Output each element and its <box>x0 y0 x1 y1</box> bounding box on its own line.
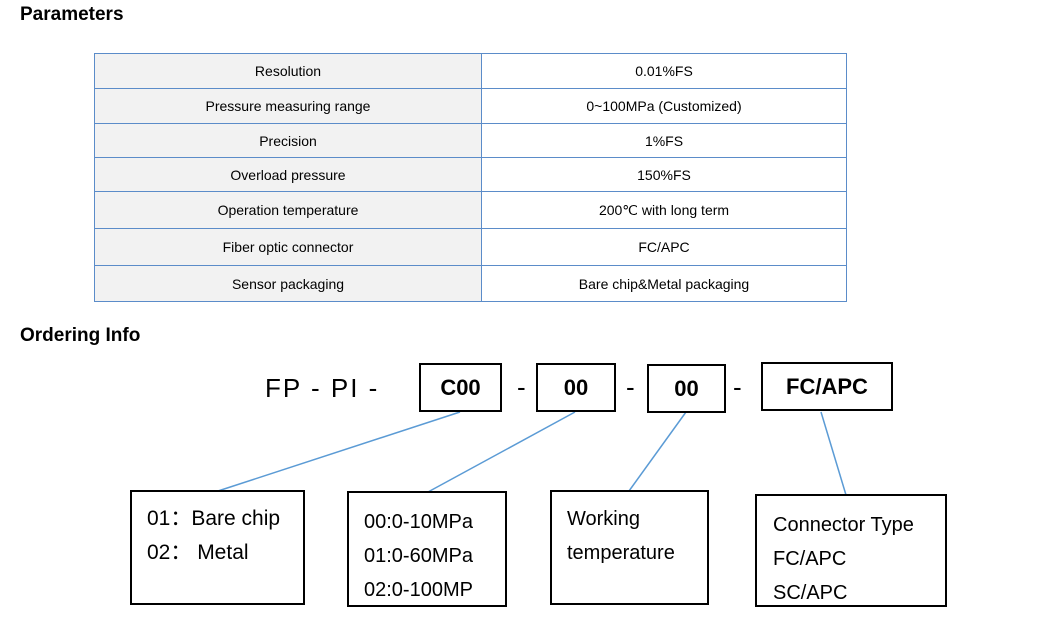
desc-line: FC/APC <box>773 548 847 570</box>
param-value: 150%FS <box>481 157 847 192</box>
line-range <box>427 411 576 493</box>
ordering-info-heading: Ordering Info <box>20 325 141 346</box>
param-value: 0.01%FS <box>481 53 847 89</box>
code-box-temperature: 00 <box>647 364 726 413</box>
code-box-packaging: C00 <box>419 363 502 412</box>
line-connector <box>820 411 847 496</box>
desc-line: 01:0-60MPa <box>364 545 473 567</box>
param-name: Precision <box>94 123 482 158</box>
param-value: 200℃ with long term <box>481 191 847 229</box>
desc-line: 02:0-100MP <box>364 579 473 601</box>
table-row: Overload pressure 150%FS <box>94 157 847 192</box>
desc-line: temperature <box>567 542 675 564</box>
desc-range: 00:0-10MPa 01:0-60MPa 02:0-100MP <box>347 491 507 607</box>
code-box-range: 00 <box>536 363 616 412</box>
separator-dash: - <box>733 372 742 402</box>
desc-packaging: 01：Bare chip 02： Metal <box>130 490 305 605</box>
line-temperature <box>628 411 687 492</box>
table-row: Resolution 0.01%FS <box>94 53 847 89</box>
desc-line: Working <box>567 508 640 530</box>
parameters-table: Resolution 0.01%FS Pressure measuring ra… <box>94 53 847 302</box>
code-box-connector: FC/APC <box>761 362 893 411</box>
separator-dash: - <box>517 372 526 402</box>
param-value: 0~100MPa (Customized) <box>481 88 847 124</box>
desc-line: Connector Type <box>773 514 914 536</box>
table-row: Pressure measuring range 0~100MPa (Custo… <box>94 88 847 124</box>
desc-connector: Connector Type FC/APC SC/APC <box>755 494 947 607</box>
table-row: Operation temperature 200℃ with long ter… <box>94 191 847 229</box>
desc-line: 01：Bare chip <box>147 507 281 530</box>
param-value: Bare chip&Metal packaging <box>481 265 847 302</box>
separator-dash: - <box>626 372 635 402</box>
param-name: Fiber optic connector <box>94 228 482 266</box>
desc-temperature: Working temperature <box>550 490 709 605</box>
param-name: Overload pressure <box>94 157 482 192</box>
parameters-heading: Parameters <box>20 4 124 25</box>
param-name: Operation temperature <box>94 191 482 229</box>
param-name: Sensor packaging <box>94 265 482 302</box>
desc-line: SC/APC <box>773 582 848 604</box>
desc-line: 02： Metal <box>147 541 249 564</box>
table-row: Sensor packaging Bare chip&Metal packagi… <box>94 265 847 302</box>
line-packaging <box>217 411 461 492</box>
param-name: Pressure measuring range <box>94 88 482 124</box>
table-row: Fiber optic connector FC/APC <box>94 228 847 266</box>
desc-line: 00:0-10MPa <box>364 511 473 533</box>
model-prefix: FP - PI - <box>265 373 380 403</box>
